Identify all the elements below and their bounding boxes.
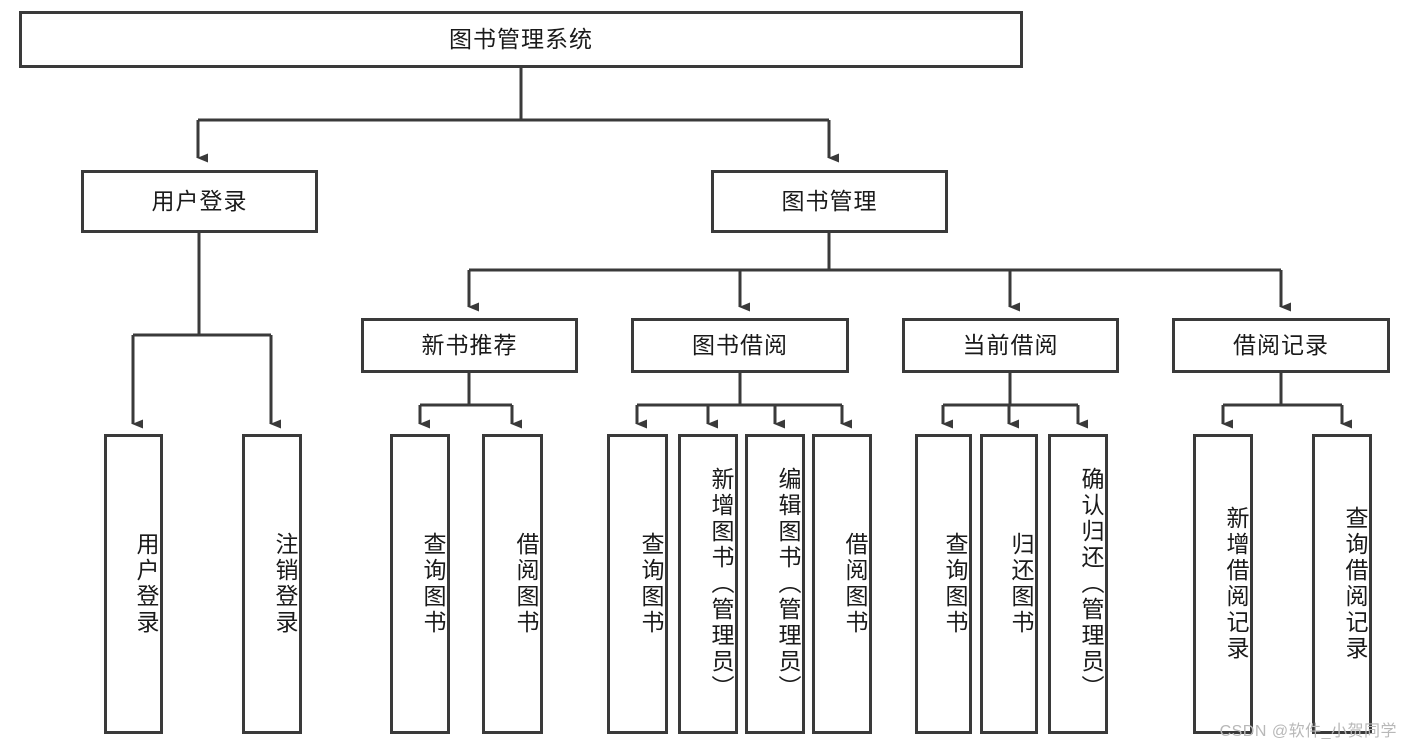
leaf-query-book-1[interactable]: 查询图书: [390, 434, 450, 734]
leaf-borrow-book-1-label: 借阅图书: [513, 532, 539, 636]
node-borrow-record-label: 借阅记录: [1233, 331, 1329, 358]
node-root[interactable]: 图书管理系统: [19, 11, 1023, 68]
leaf-query-record-label: 查询借阅记录: [1342, 506, 1368, 662]
node-book-manage[interactable]: 图书管理: [711, 170, 948, 233]
node-borrow-record[interactable]: 借阅记录: [1172, 318, 1390, 373]
node-new-book-recommend-label: 新书推荐: [421, 331, 518, 358]
leaf-user-login-label: 用户登录: [133, 532, 159, 636]
node-book-manage-label: 图书管理: [781, 187, 878, 214]
leaf-return-book-label: 归还图书: [1008, 532, 1034, 636]
node-root-label: 图书管理系统: [449, 25, 593, 52]
leaf-add-book[interactable]: 新增图书（管理员）: [678, 434, 738, 734]
leaf-add-record-label: 新增借阅记录: [1223, 506, 1249, 662]
leaf-logout-label: 注销登录: [272, 532, 298, 636]
leaf-add-book-label: 新增图书（管理员）: [708, 467, 734, 701]
leaf-borrow-book-1[interactable]: 借阅图书: [482, 434, 543, 734]
leaf-edit-book-label: 编辑图书（管理员）: [775, 467, 801, 701]
leaf-query-book-1-label: 查询图书: [420, 532, 446, 636]
node-book-borrow[interactable]: 图书借阅: [631, 318, 849, 373]
node-book-borrow-label: 图书借阅: [692, 331, 788, 358]
leaf-query-record[interactable]: 查询借阅记录: [1312, 434, 1372, 734]
node-user-login-label: 用户登录: [151, 187, 248, 214]
leaf-query-book-3-label: 查询图书: [942, 532, 968, 636]
leaf-query-book-2[interactable]: 查询图书: [607, 434, 668, 734]
leaf-user-login[interactable]: 用户登录: [104, 434, 163, 734]
leaf-query-book-3[interactable]: 查询图书: [915, 434, 972, 734]
node-new-book-recommend[interactable]: 新书推荐: [361, 318, 578, 373]
leaf-return-book[interactable]: 归还图书: [980, 434, 1038, 734]
leaf-logout[interactable]: 注销登录: [242, 434, 302, 734]
node-current-borrow-label: 当前借阅: [962, 331, 1059, 358]
leaf-confirm-return[interactable]: 确认归还（管理员）: [1048, 434, 1108, 734]
leaf-confirm-return-label: 确认归还（管理员）: [1078, 467, 1104, 701]
leaf-borrow-book-2[interactable]: 借阅图书: [812, 434, 872, 734]
node-user-login[interactable]: 用户登录: [81, 170, 318, 233]
leaf-borrow-book-2-label: 借阅图书: [842, 532, 868, 636]
leaf-query-book-2-label: 查询图书: [638, 532, 664, 636]
watermark: CSDN @软件_小贺同学: [1219, 723, 1397, 740]
node-current-borrow[interactable]: 当前借阅: [902, 318, 1119, 373]
leaf-add-record[interactable]: 新增借阅记录: [1193, 434, 1253, 734]
leaf-edit-book[interactable]: 编辑图书（管理员）: [745, 434, 805, 734]
